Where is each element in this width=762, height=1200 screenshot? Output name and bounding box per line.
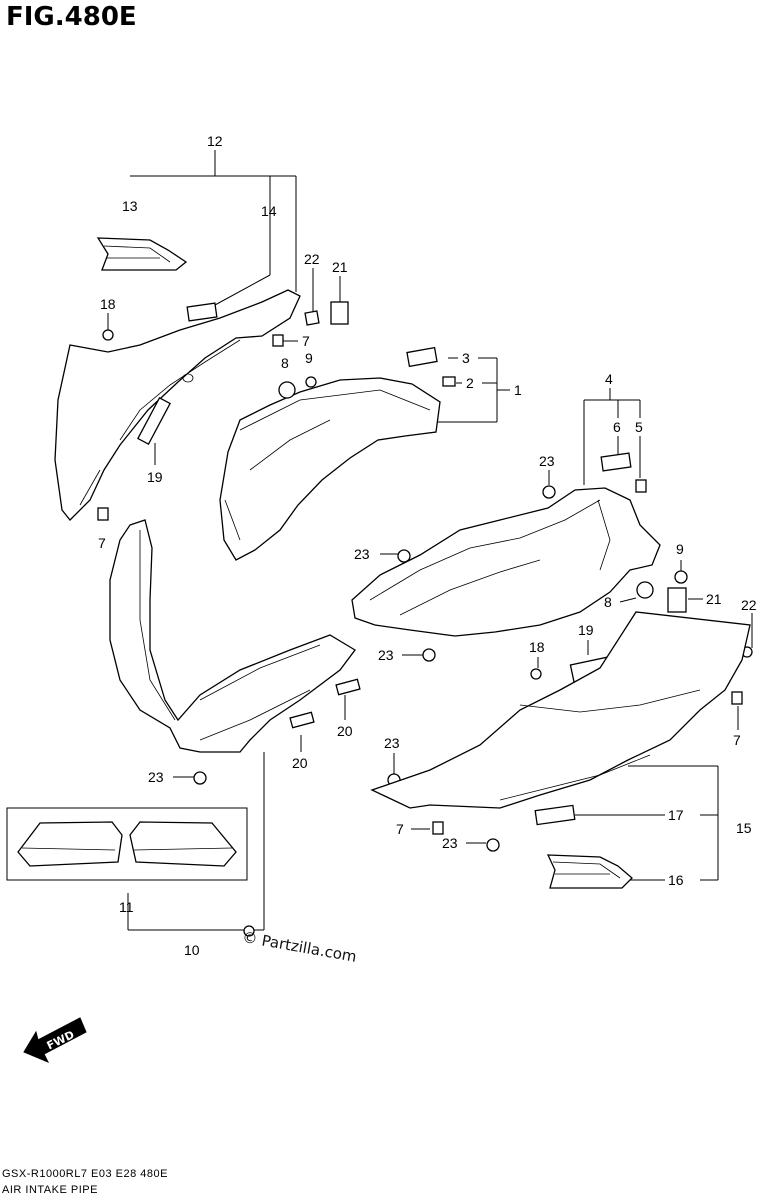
pad-5 bbox=[635, 479, 647, 493]
air-duct-right bbox=[351, 487, 661, 637]
air-duct-center bbox=[219, 377, 441, 561]
forward-arrow-icon: FWD bbox=[23, 1017, 87, 1063]
callout-20-upper: 20 bbox=[337, 723, 353, 739]
sticker-20-upper bbox=[335, 678, 361, 696]
callout-23-lower: 23 bbox=[384, 735, 400, 751]
kit-11-box bbox=[6, 807, 248, 881]
callout-7-left: 7 bbox=[98, 535, 106, 551]
callout-18-left: 18 bbox=[100, 296, 116, 312]
leader-lines bbox=[107, 150, 753, 931]
callout-1: 1 bbox=[514, 382, 522, 398]
callout-18-right: 18 bbox=[529, 639, 545, 655]
callout-21-top: 21 bbox=[332, 259, 348, 275]
callout-3: 3 bbox=[462, 350, 470, 366]
section-name: AIR INTAKE PIPE bbox=[2, 1184, 98, 1196]
callout-15: 15 bbox=[736, 820, 752, 836]
callout-21-right: 21 bbox=[706, 591, 722, 607]
sticker-14 bbox=[186, 302, 218, 322]
clip-22-top bbox=[304, 310, 320, 326]
callout-5: 5 bbox=[635, 419, 643, 435]
callout-23-right-top: 23 bbox=[539, 453, 555, 469]
pad-21-right bbox=[667, 587, 687, 613]
callout-22-top: 22 bbox=[304, 251, 320, 267]
decal-13-emblem bbox=[96, 237, 188, 271]
callout-20-lower: 20 bbox=[292, 755, 308, 771]
callout-7-bottom: 7 bbox=[396, 821, 404, 837]
pad-21-top bbox=[330, 301, 349, 325]
callout-17: 17 bbox=[668, 807, 684, 823]
sticker-17 bbox=[534, 804, 576, 826]
callout-10: 10 bbox=[184, 942, 200, 958]
callout-23-lower-mid: 23 bbox=[378, 647, 394, 663]
callout-8-top: 8 bbox=[281, 355, 289, 371]
sticker-19-left bbox=[137, 396, 171, 446]
callout-7-top: 7 bbox=[302, 333, 310, 349]
callout-16: 16 bbox=[668, 872, 684, 888]
callout-23-bottom: 23 bbox=[442, 835, 458, 851]
callout-22-right: 22 bbox=[741, 597, 757, 613]
figure-title: FIG.480E bbox=[6, 2, 137, 32]
callout-7-right: 7 bbox=[733, 732, 741, 748]
decal-16-emblem bbox=[546, 854, 633, 889]
callout-9-top: 9 bbox=[305, 350, 313, 366]
sticker-20-lower bbox=[289, 711, 315, 729]
callout-14: 14 bbox=[261, 203, 277, 219]
callout-12: 12 bbox=[207, 133, 223, 149]
callout-2: 2 bbox=[466, 375, 474, 391]
left-upper-cowl bbox=[54, 289, 301, 521]
callout-8-right: 8 bbox=[604, 594, 612, 610]
callout-6: 6 bbox=[613, 419, 621, 435]
callout-9-right: 9 bbox=[676, 541, 684, 557]
callout-11: 11 bbox=[119, 899, 134, 915]
right-lower-cowl bbox=[370, 611, 751, 809]
callout-13: 13 bbox=[122, 198, 138, 214]
callout-23-left: 23 bbox=[148, 769, 164, 785]
callout-19-left: 19 bbox=[147, 469, 163, 485]
model-code: GSX-R1000RL7 E03 E28 480E bbox=[2, 1168, 168, 1180]
callout-labels: 12 13 14 22 21 18 7 8 9 3 2 1 4 6 5 19 2… bbox=[98, 133, 757, 958]
callout-23-mid: 23 bbox=[354, 546, 370, 562]
left-lower-cowl bbox=[109, 519, 356, 753]
callout-19-right: 19 bbox=[578, 622, 594, 638]
pad-3 bbox=[406, 346, 438, 368]
pad-6 bbox=[600, 452, 632, 472]
callout-4: 4 bbox=[605, 371, 613, 387]
pad-2 bbox=[442, 376, 456, 387]
